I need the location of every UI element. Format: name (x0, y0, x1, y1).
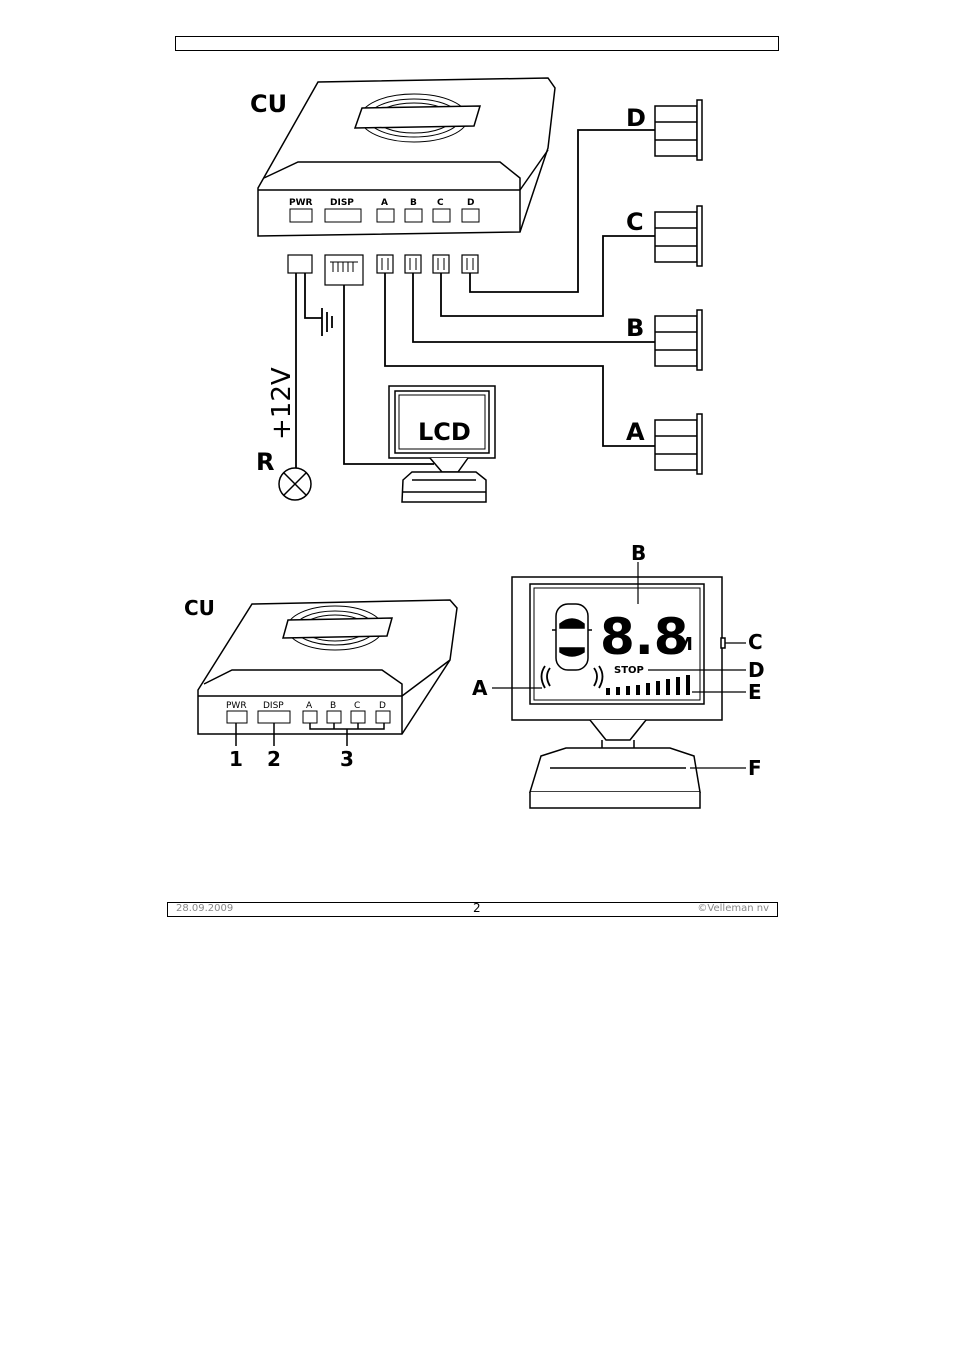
footer-bar: 28.09.2009 2 ©Velleman nv (167, 901, 778, 917)
small-port-label-d: D (379, 701, 386, 711)
sensor-label-b: B (626, 314, 644, 342)
display-label-a: A (472, 676, 488, 700)
car-icon (552, 603, 592, 671)
port-label-b: B (410, 198, 417, 208)
distance-readout: 8.8 (600, 608, 689, 666)
socket-d (461, 208, 480, 223)
display-label-b: B (631, 541, 646, 565)
parts-diagram: CU PWR DISP A B C D 1 2 3 (184, 541, 765, 809)
sensor-label-d: D (626, 104, 646, 132)
socket-pwr (289, 208, 313, 223)
voltage-label: +12V (267, 367, 297, 440)
sensor-label-c: C (626, 208, 644, 236)
port-label-a: A (381, 198, 388, 208)
sensor-a (654, 413, 703, 475)
footer-copyright: ©Velleman nv (697, 903, 769, 914)
part-number-3: 3 (340, 747, 354, 771)
lcd-label: LCD (418, 418, 471, 446)
socket-disp (324, 208, 362, 223)
small-port-label-pwr: PWR (226, 701, 247, 711)
part-number-2: 2 (267, 747, 281, 771)
plug-b (404, 254, 422, 274)
distance-unit: M (675, 634, 693, 655)
port-label-pwr: PWR (289, 198, 313, 208)
socket-a (376, 208, 395, 223)
wire-display (343, 285, 434, 465)
wire-sensor-c (440, 235, 655, 317)
control-unit (257, 77, 556, 237)
port-label-disp: DISP (330, 198, 354, 208)
port-label-d: D (467, 198, 474, 208)
part-number-1: 1 (229, 747, 243, 771)
plug-d (461, 254, 479, 274)
stop-indicator: STOP (614, 665, 644, 676)
header-bar (175, 36, 779, 51)
sensor-b (654, 309, 703, 371)
footer-date: 28.09.2009 (176, 903, 234, 914)
display-label-f: F (748, 756, 762, 780)
plug-disp (324, 254, 364, 286)
lamp-icon (278, 467, 312, 501)
display-label-d: D (748, 658, 765, 682)
lamp-label: R (256, 448, 274, 476)
small-port-label-a: A (306, 701, 313, 711)
small-port-label-c: C (354, 701, 360, 711)
display-label-c: C (748, 630, 763, 654)
socket-b (404, 208, 423, 223)
ground-icon (321, 308, 333, 336)
small-port-label-b: B (330, 701, 336, 711)
lcd-monitor (388, 385, 496, 503)
display-unit (511, 576, 726, 809)
socket-c (432, 208, 451, 223)
wire-sensor-d (469, 129, 655, 293)
wire-ground (304, 273, 322, 319)
display-label-e: E (748, 680, 762, 704)
page-number: 2 (473, 901, 481, 915)
sensor-c (654, 205, 703, 267)
small-port-label-disp: DISP (263, 701, 284, 711)
wire-sensor-b (412, 273, 655, 343)
wiring-diagram: CU PWR DISP A B C D (250, 77, 703, 503)
cu-label-small: CU (184, 596, 215, 620)
cu-label: CU (250, 90, 287, 118)
port-label-c: C (437, 198, 444, 208)
sensor-d (654, 99, 703, 161)
plug-c (432, 254, 450, 274)
control-unit-small (197, 599, 458, 735)
distance-bar-graph (606, 675, 690, 695)
plug-pwr (287, 254, 313, 274)
sensor-label-a: A (626, 418, 645, 446)
plug-a (376, 254, 394, 274)
sound-wave-icon (540, 665, 604, 689)
wire-sensor-a (384, 273, 655, 447)
